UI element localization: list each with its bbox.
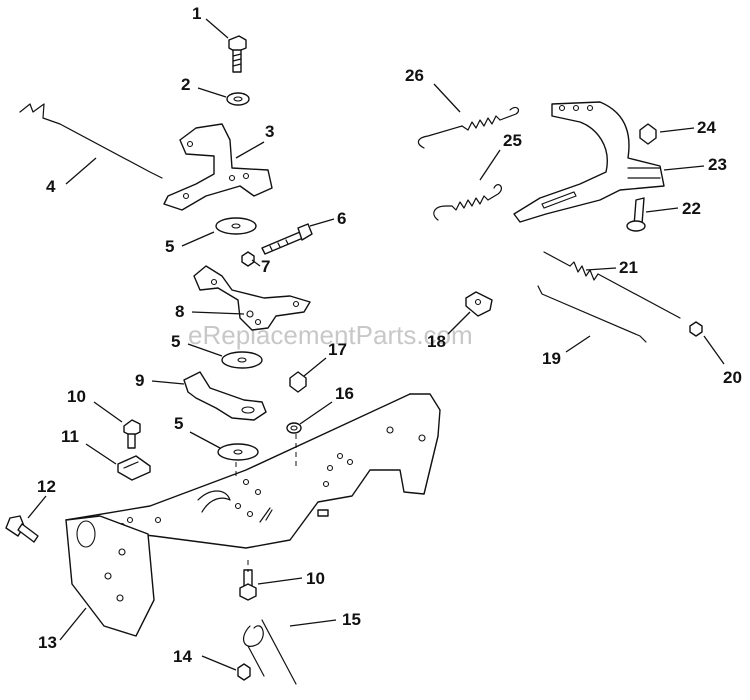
bolt-part-10b (239, 569, 257, 601)
clip-part-18 (465, 291, 493, 317)
callout-24: 24 (659, 118, 716, 137)
svg-text:6: 6 (337, 209, 346, 228)
lever-part-9 (183, 371, 267, 421)
svg-text:26: 26 (405, 66, 424, 85)
callout-19: 19 (542, 335, 591, 368)
svg-text:15: 15 (342, 610, 361, 629)
svg-text:24: 24 (697, 118, 716, 137)
bolt-part-12 (5, 515, 39, 543)
callout-16: 16 (299, 384, 354, 425)
nut-part-7 (241, 251, 255, 267)
svg-text:5: 5 (174, 414, 183, 433)
bolt-part-10a (123, 419, 141, 449)
washer-part-2 (226, 92, 250, 106)
svg-text:10: 10 (306, 569, 325, 588)
svg-text:22: 22 (682, 199, 701, 218)
callout-3: 3 (235, 122, 274, 159)
callout-7: 7 (251, 257, 270, 276)
callout-18: 18 (427, 311, 471, 351)
callout-17: 17 (303, 340, 347, 377)
callout-11: 11 (61, 427, 117, 465)
callout-5c: 5 (174, 414, 221, 449)
svg-text:5: 5 (171, 332, 180, 351)
svg-text:20: 20 (723, 368, 742, 387)
bolt-part-6 (261, 223, 313, 255)
callout-15: 15 (289, 610, 361, 629)
callout-6: 6 (309, 209, 346, 228)
callout-20: 20 (703, 335, 742, 387)
callout-2: 2 (181, 75, 227, 98)
svg-text:14: 14 (173, 647, 192, 666)
svg-text:16: 16 (335, 384, 354, 403)
rod-part-4 (19, 103, 163, 179)
bracket-part-3 (163, 123, 273, 211)
callout-25: 25 (479, 131, 522, 181)
main-plate (65, 393, 441, 549)
svg-text:2: 2 (181, 75, 190, 94)
callout-23: 23 (663, 155, 727, 174)
svg-text:21: 21 (619, 258, 638, 277)
spring-part-25 (433, 184, 502, 221)
rod-part-19 (537, 285, 647, 343)
callout-10b: 10 (257, 569, 325, 588)
washer-part-16 (286, 422, 302, 434)
bolt-part-1 (228, 35, 247, 73)
callout-1: 1 (192, 4, 229, 39)
svg-text:25: 25 (503, 131, 522, 150)
nut-part-14 (237, 663, 251, 681)
callout-13: 13 (38, 607, 87, 652)
nut-part-17 (289, 371, 307, 393)
callout-9: 9 (135, 371, 185, 390)
svg-text:1: 1 (192, 4, 201, 23)
callout-14: 14 (173, 647, 237, 671)
svg-text:23: 23 (708, 155, 727, 174)
svg-text:4: 4 (46, 177, 56, 196)
callout-5b: 5 (171, 332, 223, 357)
svg-text:19: 19 (542, 349, 561, 368)
svg-text:3: 3 (265, 122, 274, 141)
assembly-line-a (235, 434, 297, 572)
callout-26: 26 (405, 66, 461, 113)
spring-part-26 (417, 106, 520, 149)
svg-text:7: 7 (261, 257, 270, 276)
nut-part-20 (689, 321, 703, 337)
callout-5a: 5 (165, 231, 215, 256)
nut-part-24 (639, 123, 657, 145)
svg-text:8: 8 (175, 302, 184, 321)
spring-rod-part-21 (543, 251, 681, 319)
svg-text:17: 17 (328, 340, 347, 359)
svg-text:18: 18 (427, 332, 446, 351)
bracket-part-13 (65, 515, 155, 637)
svg-text:10: 10 (67, 387, 86, 406)
callout-21: 21 (585, 258, 638, 277)
clip-part-11 (117, 455, 151, 481)
washer-part-5c (217, 443, 259, 461)
washer-part-5b (221, 351, 263, 369)
svg-text:5: 5 (165, 237, 174, 256)
pin-part-22 (626, 197, 646, 232)
svg-text:9: 9 (135, 371, 144, 390)
lever-part-8 (193, 265, 311, 331)
spring-part-15 (242, 619, 297, 685)
svg-text:12: 12 (37, 477, 56, 496)
svg-text:11: 11 (61, 427, 79, 446)
callout-10a: 10 (67, 387, 123, 423)
svg-text:13: 13 (38, 633, 57, 652)
callout-22: 22 (645, 199, 701, 218)
bracket-part-23 (513, 101, 665, 223)
callout-12: 12 (27, 477, 56, 519)
watermark: eReplacementParts.com (188, 320, 473, 350)
callout-4: 4 (46, 157, 97, 196)
callout-8: 8 (175, 302, 245, 321)
washer-part-5a (215, 217, 257, 235)
